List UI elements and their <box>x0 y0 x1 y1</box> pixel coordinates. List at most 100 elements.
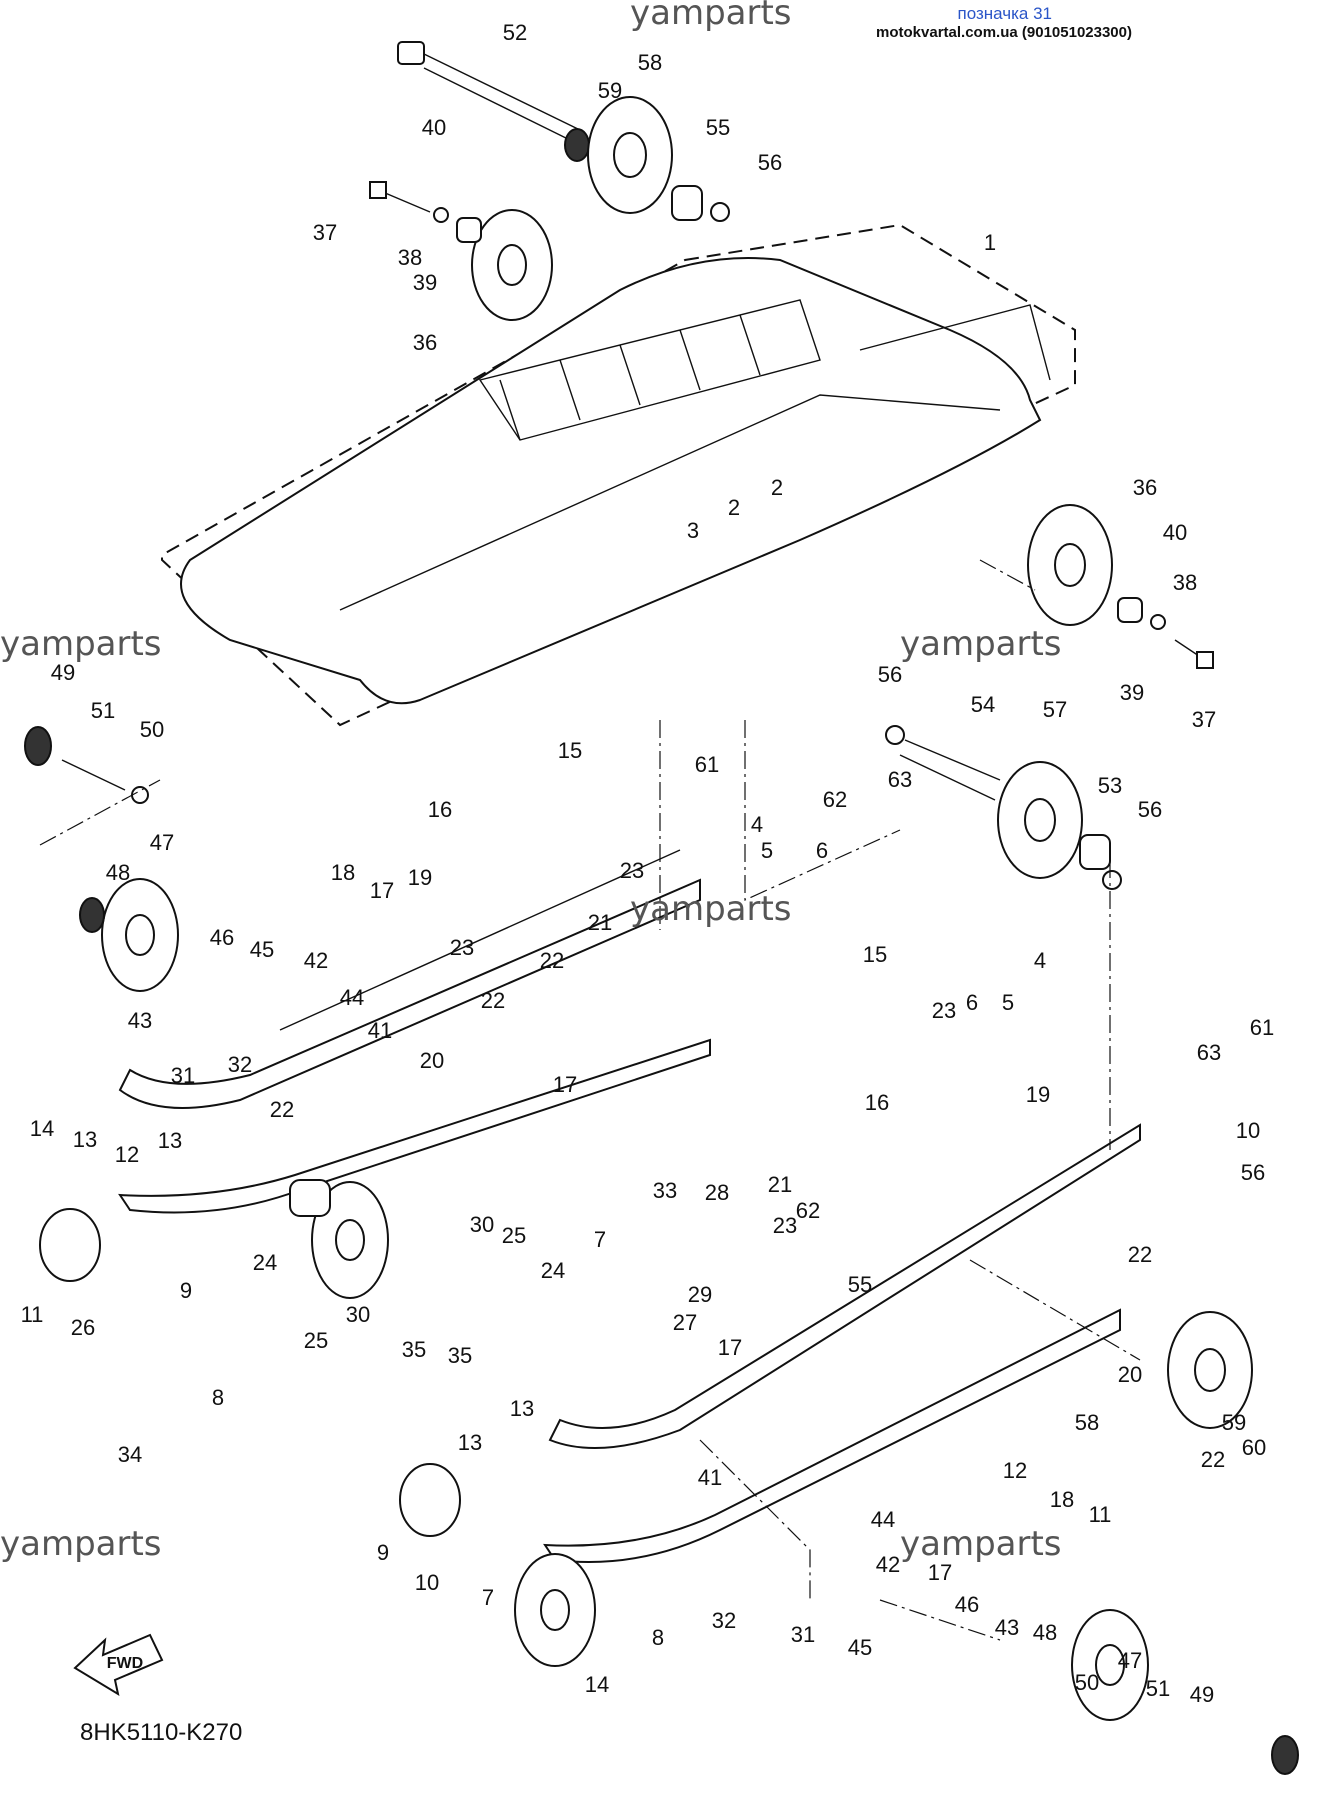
part-callout-number: 48 <box>1033 1620 1057 1645</box>
part-callout-number: 17 <box>718 1335 742 1360</box>
part-callout-number: 15 <box>863 942 887 967</box>
part-callout-number: 8 <box>212 1385 224 1410</box>
part-callout-number: 15 <box>558 738 582 763</box>
part-callout-number: 24 <box>253 1250 277 1275</box>
part-callout-number: 22 <box>540 948 564 973</box>
part-callout-number: 22 <box>1128 1242 1152 1267</box>
part-callout-number: 4 <box>1034 948 1046 973</box>
watermark-text: yamparts <box>630 889 792 929</box>
part-callout-number: 56 <box>878 662 902 687</box>
watermark-text: yamparts <box>900 624 1062 664</box>
part-callout-number: 30 <box>470 1212 494 1237</box>
part-callout-number: 49 <box>1190 1682 1214 1707</box>
part-callout-number: 53 <box>1098 773 1122 798</box>
part-callout-number: 10 <box>1236 1118 1260 1143</box>
part-callout-number: 14 <box>585 1672 609 1697</box>
part-callout-number: 27 <box>673 1310 697 1335</box>
part-callout-number: 17 <box>553 1072 577 1097</box>
part-callout-number: 17 <box>370 878 394 903</box>
part-callout-number: 9 <box>180 1278 192 1303</box>
part-callout-number: 48 <box>106 860 130 885</box>
diagram-code: 8HK5110-K270 <box>80 1719 242 1746</box>
assembly-guide-lines <box>39 559 1141 1641</box>
part-callout-number: 54 <box>971 692 995 717</box>
part-callout-number: 26 <box>71 1315 95 1340</box>
part-callout-number: 38 <box>398 245 422 270</box>
part-callout-number: 9 <box>377 1540 389 1565</box>
part-callout-number: 16 <box>865 1090 889 1115</box>
fwd-arrow: FWD <box>73 1633 164 1697</box>
part-callout-number: 6 <box>966 990 978 1015</box>
part-callout-number: 2 <box>728 495 740 520</box>
part-callout-number: 21 <box>588 910 612 935</box>
part-callout-number: 35 <box>448 1343 472 1368</box>
part-callout-number: 17 <box>928 1560 952 1585</box>
part-callout-number: 12 <box>115 1142 139 1167</box>
part-callout-number: 40 <box>422 115 446 140</box>
part-callout-number: 33 <box>653 1178 677 1203</box>
part-callout-number: 13 <box>510 1396 534 1421</box>
part-callout-number: 8 <box>652 1625 664 1650</box>
part-callout-number: 29 <box>688 1282 712 1307</box>
part-callout-number: 30 <box>346 1302 370 1327</box>
part-callout-number: 23 <box>620 858 644 883</box>
part-callout-number: 61 <box>1250 1015 1274 1040</box>
part-callout-number: 39 <box>413 270 437 295</box>
part-callout-number: 5 <box>761 838 773 863</box>
part-callout-number: 52 <box>503 20 527 45</box>
part-callout-number: 21 <box>768 1172 792 1197</box>
upper-idler-group <box>369 41 730 321</box>
part-callout-number: 45 <box>250 937 274 962</box>
part-callout-number: 46 <box>955 1592 979 1617</box>
part-callout-number: 13 <box>458 1430 482 1455</box>
part-callout-number: 50 <box>140 717 164 742</box>
part-callout-number: 32 <box>228 1052 252 1077</box>
part-callout-number: 39 <box>1120 680 1144 705</box>
watermark-text: yamparts <box>0 1524 162 1564</box>
part-callout-number: 46 <box>210 925 234 950</box>
part-callout-number: 25 <box>502 1223 526 1248</box>
part-callout-number: 7 <box>482 1585 494 1610</box>
part-callout-number: 42 <box>304 948 328 973</box>
part-callout-number: 47 <box>150 830 174 855</box>
part-callout-number: 22 <box>270 1097 294 1122</box>
part-callout-number: 6 <box>816 838 828 863</box>
part-callout-number: 57 <box>1043 697 1067 722</box>
center-shaft-group <box>885 725 1122 890</box>
part-callout-number: 44 <box>340 985 364 1010</box>
part-callout-number: 19 <box>1026 1082 1050 1107</box>
part-callout-number: 13 <box>73 1127 97 1152</box>
part-callout-number: 43 <box>128 1008 152 1033</box>
part-callout-number: 63 <box>888 767 912 792</box>
part-callout-number: 23 <box>450 935 474 960</box>
part-callout-number: 51 <box>91 698 115 723</box>
part-callout-number: 36 <box>1133 475 1157 500</box>
part-callout-number: 51 <box>1146 1676 1170 1701</box>
part-callout-number: 56 <box>1241 1160 1265 1185</box>
fwd-label: FWD <box>107 1655 143 1672</box>
part-callout-number: 50 <box>1075 1670 1099 1695</box>
part-callout-number: 25 <box>304 1328 328 1353</box>
part-callout-number: 61 <box>695 752 719 777</box>
part-callout-number: 55 <box>848 1272 872 1297</box>
part-callout-number: 28 <box>705 1180 729 1205</box>
part-callout-number: 4 <box>751 812 763 837</box>
part-callout-number: 36 <box>413 330 437 355</box>
part-callout-number: 2 <box>771 475 783 500</box>
watermark-text: yamparts <box>630 0 792 33</box>
part-callout-number: 19 <box>408 865 432 890</box>
part-callout-number: 43 <box>995 1615 1019 1640</box>
part-callout-number: 59 <box>598 78 622 103</box>
part-callout-number: 42 <box>876 1552 900 1577</box>
part-callout-number: 47 <box>1118 1648 1142 1673</box>
part-callout-number: 49 <box>51 660 75 685</box>
right-idler-group <box>1027 504 1214 669</box>
part-callout-number: 58 <box>638 50 662 75</box>
part-callout-number: 20 <box>1118 1362 1142 1387</box>
part-callout-number: 56 <box>758 150 782 175</box>
part-callout-number: 7 <box>594 1227 606 1252</box>
part-callout-number: 31 <box>171 1063 195 1088</box>
part-callout-number: 56 <box>1138 797 1162 822</box>
